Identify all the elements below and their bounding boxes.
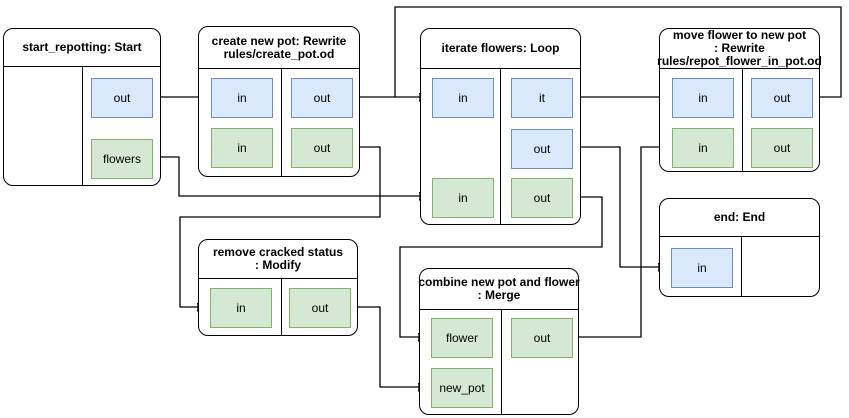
edge-start-flowers-to-iterate-in-green bbox=[152, 156, 429, 196]
edge-create-out-green-to-remove-in bbox=[179, 146, 381, 307]
column-divider bbox=[742, 68, 743, 171]
column-divider bbox=[82, 66, 83, 185]
node-title-line: end: End bbox=[713, 210, 766, 224]
node-title-line: iterate flowers: Loop bbox=[441, 41, 560, 55]
port-in-green[interactable]: in bbox=[672, 128, 734, 168]
column-divider bbox=[500, 68, 501, 224]
edge-iterate-out-green-to-combine-flower bbox=[399, 196, 603, 337]
node-title-line: create new pot: Rewrite bbox=[211, 33, 347, 48]
port-in[interactable]: in bbox=[671, 248, 733, 288]
port-out-blue[interactable]: out bbox=[291, 78, 353, 118]
port-in[interactable]: in bbox=[210, 288, 272, 328]
port-out-green[interactable]: out bbox=[751, 128, 813, 168]
node-combine-new-pot-and-flower[interactable]: combine new pot and flower : Merge flowe… bbox=[418, 268, 580, 415]
node-start-repotting[interactable]: start_repotting: Start out flowers bbox=[3, 28, 161, 186]
node-title-line: : Merge bbox=[477, 288, 521, 302]
node-title-line: move flower to new pot bbox=[672, 28, 807, 42]
port-flower[interactable]: flower bbox=[431, 318, 493, 358]
node-end[interactable]: end: End in bbox=[659, 198, 820, 297]
column-divider bbox=[281, 68, 282, 176]
node-title: combine new pot and flower : Merge bbox=[418, 269, 580, 310]
port-out-green[interactable]: out bbox=[511, 178, 573, 218]
port-new-pot[interactable]: new_pot bbox=[431, 368, 493, 408]
node-create-new-pot[interactable]: create new pot: Rewrite rules/create_pot… bbox=[198, 26, 360, 177]
port-out-blue[interactable]: out bbox=[751, 78, 813, 118]
port-in-blue[interactable]: in bbox=[672, 78, 734, 118]
node-title-line: rules/create_pot.od bbox=[223, 46, 335, 61]
node-title-line: : Rewrite bbox=[714, 41, 765, 55]
edge-iterate-out-blue-to-end-in bbox=[571, 146, 668, 267]
port-out[interactable]: out bbox=[511, 318, 573, 358]
column-divider bbox=[281, 278, 282, 335]
node-remove-cracked-status[interactable]: remove cracked status : Modify in out bbox=[198, 239, 358, 336]
edge-move-out-blue-loopback-to-iterate-in-blue bbox=[394, 6, 842, 98]
node-title: start_repotting: Start bbox=[4, 29, 160, 67]
node-title: end: End bbox=[660, 199, 819, 237]
port-out-blue[interactable]: out bbox=[511, 129, 573, 169]
node-title-line: combine new pot and flower bbox=[418, 275, 580, 289]
port-out-green[interactable]: out bbox=[291, 128, 353, 168]
node-title: move flower to new pot : Rewrite rules/r… bbox=[657, 28, 822, 69]
port-in-blue[interactable]: in bbox=[211, 78, 273, 118]
port-out[interactable]: out bbox=[289, 288, 351, 328]
node-title: iterate flowers: Loop bbox=[421, 29, 580, 69]
node-title: create new pot: Rewrite rules/create_pot… bbox=[199, 27, 359, 69]
port-out[interactable]: out bbox=[91, 78, 153, 118]
edge-combine-out-to-move-in-green bbox=[572, 147, 669, 338]
node-title-line: remove cracked status bbox=[212, 245, 344, 259]
port-in-green[interactable]: in bbox=[432, 178, 494, 218]
column-divider bbox=[741, 236, 742, 296]
port-flowers[interactable]: flowers bbox=[91, 139, 153, 179]
edge-remove-out-to-combine-new-pot bbox=[350, 306, 428, 387]
node-title-line: rules/repot_flower_in_pot.od bbox=[657, 54, 822, 68]
node-title-line: start_repotting: Start bbox=[22, 40, 142, 54]
column-divider bbox=[501, 309, 502, 414]
node-title-line: : Modify bbox=[255, 258, 301, 272]
port-it[interactable]: it bbox=[511, 78, 573, 118]
port-in-blue[interactable]: in bbox=[432, 78, 494, 118]
node-move-flower-to-new-pot[interactable]: move flower to new pot : Rewrite rules/r… bbox=[657, 28, 822, 172]
node-iterate-flowers[interactable]: iterate flowers: Loop in in it out out bbox=[420, 28, 581, 225]
node-title: remove cracked status : Modify bbox=[199, 240, 357, 279]
port-in-green[interactable]: in bbox=[211, 128, 273, 168]
